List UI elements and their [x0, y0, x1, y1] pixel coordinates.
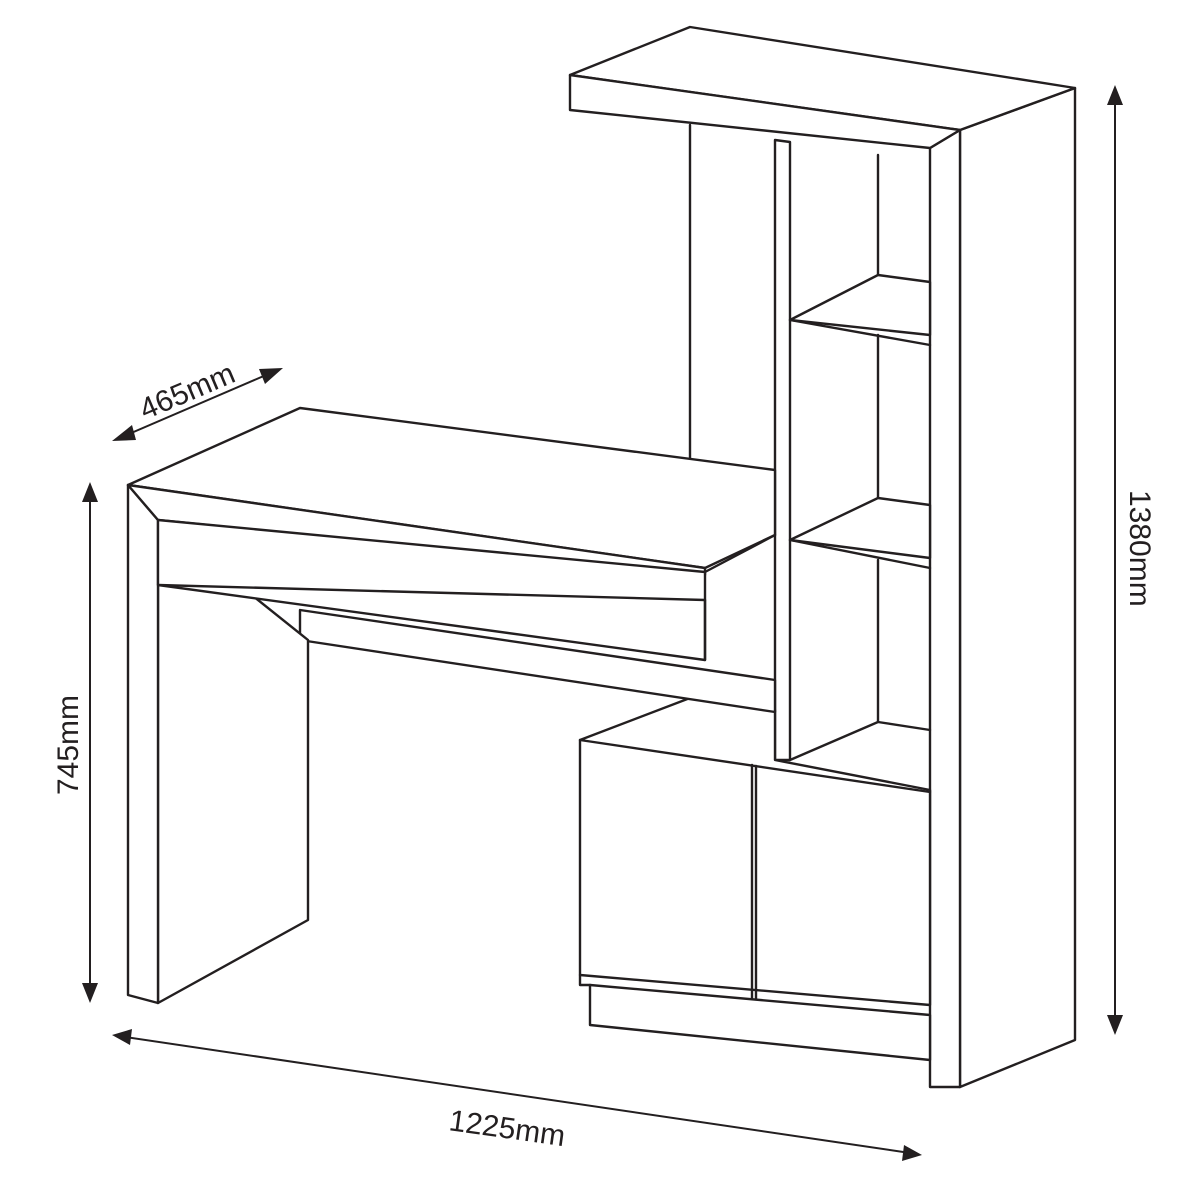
dimension-total-width: 1225mm [112, 1029, 922, 1161]
shelf-1-edge [788, 318, 932, 347]
side-panel-right [958, 86, 1077, 1089]
shelf-3 [788, 720, 932, 762]
total-height-label: 1380mm [1123, 490, 1156, 607]
dimension-desk-height: 745mm [52, 482, 98, 1003]
cabinet-plinth [588, 983, 932, 1062]
arrow-head-icon [112, 1029, 132, 1045]
side-panel-front-edge [928, 128, 962, 1089]
shelf-2-edge [788, 538, 932, 570]
total-width-label: 1225mm [447, 1104, 567, 1153]
bookshelf-unit [568, 25, 1077, 1089]
arrow-head-icon [82, 482, 98, 502]
drawer-top-line [156, 583, 707, 602]
desk-back-rail [298, 608, 777, 714]
desk [126, 406, 777, 1005]
desk-height-label: 745mm [52, 695, 85, 795]
depth-label: 465mm [135, 357, 240, 426]
shelf-1 [788, 273, 932, 337]
center-divider [773, 138, 792, 762]
desk-side-edge [703, 533, 777, 574]
top-shelf-front [568, 73, 962, 150]
arrow-head-icon [82, 983, 98, 1003]
arrow-head-icon [112, 425, 136, 441]
arrow-head-icon [1107, 85, 1123, 105]
arrow-head-icon [259, 368, 283, 384]
arrow-head-icon [1107, 1015, 1123, 1035]
arrow-head-icon [902, 1145, 922, 1161]
plinth-edge [578, 973, 592, 987]
dimension-total-height: 1380mm [1107, 85, 1156, 1035]
cabinet [578, 696, 932, 1062]
shelf-2 [788, 496, 932, 560]
desk-leg-front [126, 483, 160, 1005]
